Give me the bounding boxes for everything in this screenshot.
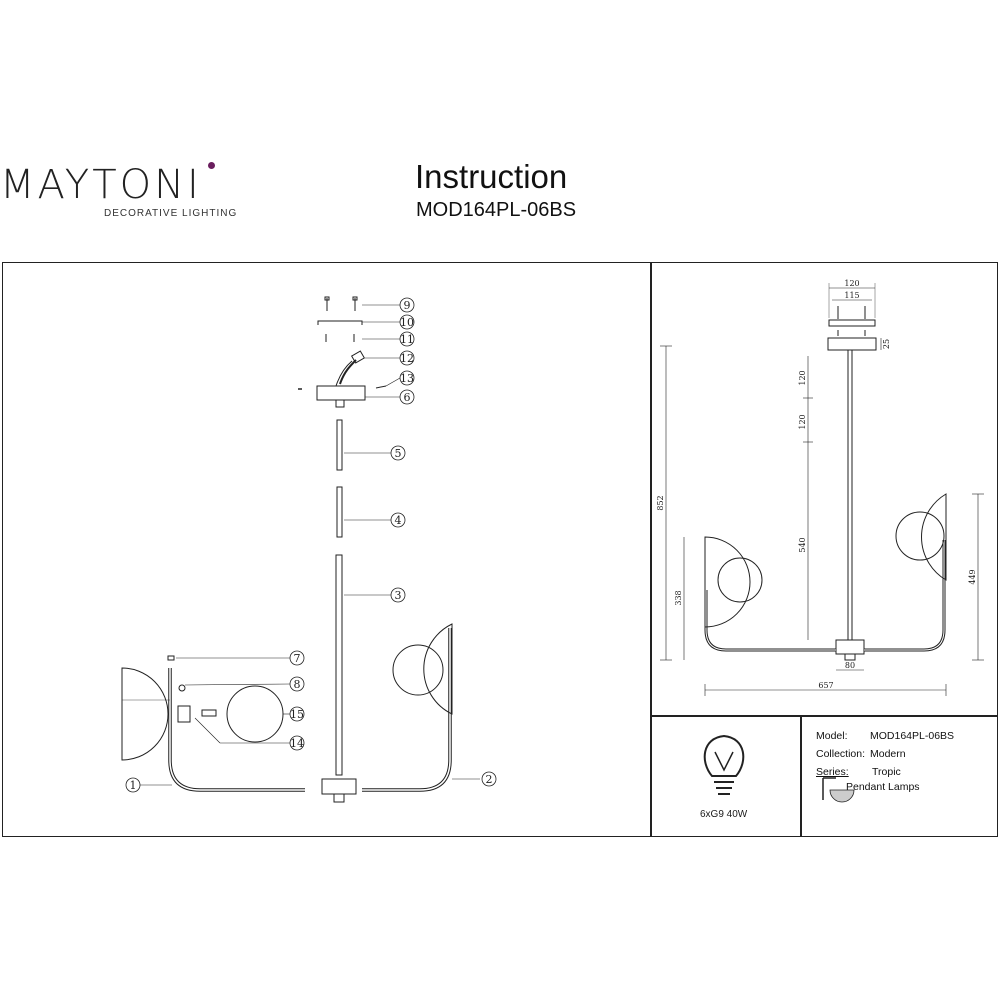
part-globe <box>226 685 284 743</box>
series-label: Series: <box>816 766 849 778</box>
collection-value: Modern <box>870 748 906 760</box>
frame-divider-horizontal <box>650 715 998 717</box>
part-screws <box>324 296 358 311</box>
part-hub <box>321 778 357 795</box>
frame-divider-info <box>800 715 802 837</box>
brand-logo: MAYTONI DECORATIVE LIGHTING <box>0 162 236 219</box>
logo-accent-dot <box>208 162 215 169</box>
part-bracket <box>317 320 363 325</box>
part-number-11: 11 <box>400 333 414 346</box>
part-number-2: 2 <box>486 773 493 786</box>
part-number-6: 6 <box>404 391 411 404</box>
part-shade-left <box>121 667 169 761</box>
bulb-icon <box>703 734 745 795</box>
bulb-spec: 6xG9 40W <box>700 809 748 820</box>
part-canopy <box>316 385 366 401</box>
dim-arm-height: 338 <box>674 590 683 605</box>
document-model: MOD164PL-06BS <box>416 199 577 221</box>
part-number-7: 7 <box>294 652 301 665</box>
part-number-9: 9 <box>404 299 411 312</box>
collection-label: Collection: <box>816 748 866 760</box>
part-number-8: 8 <box>294 678 301 691</box>
dim-rod-seg-1: 120 <box>798 370 807 385</box>
part-number-12: 12 <box>400 352 414 365</box>
brand-name: MAYTONI <box>0 162 202 208</box>
part-rod-5 <box>336 419 343 471</box>
dim-canopy-height: 25 <box>882 339 891 349</box>
frame-divider-vertical <box>650 262 652 837</box>
dim-bracket <box>828 319 876 327</box>
dim-rod-length: 540 <box>798 537 807 552</box>
part-number-15: 15 <box>290 708 304 721</box>
series-value: Tropic <box>872 766 901 778</box>
model-value: MOD164PL-06BS <box>870 730 955 742</box>
dim-rod-seg-2: 120 <box>798 414 807 429</box>
drawing-frame <box>2 262 998 837</box>
model-label: Model: <box>816 730 848 742</box>
part-number-5: 5 <box>395 447 402 460</box>
part-number-13: 13 <box>400 372 414 385</box>
pendant-lamp-icon <box>822 777 855 803</box>
part-number-3: 3 <box>395 589 402 602</box>
dim-total-height: 852 <box>656 495 665 510</box>
dim-total-width: 657 <box>818 681 833 690</box>
dim-inner-width: 115 <box>844 291 859 300</box>
part-rod-3 <box>335 554 343 776</box>
part-rod-4 <box>336 486 343 538</box>
part-number-10: 10 <box>400 316 414 329</box>
brand-tagline: DECORATIVE LIGHTING <box>104 208 238 219</box>
part-shade-right <box>423 623 453 715</box>
part-number-4: 4 <box>395 514 402 527</box>
part-number-14: 14 <box>290 737 304 750</box>
document-title: Instruction <box>415 158 568 195</box>
dim-hub-width: 80 <box>845 661 855 670</box>
dim-shade-height: 449 <box>968 569 977 584</box>
dim-top-width: 120 <box>844 279 859 288</box>
part-number-1: 1 <box>130 779 137 792</box>
type-value: Pendant Lamps <box>846 781 920 793</box>
